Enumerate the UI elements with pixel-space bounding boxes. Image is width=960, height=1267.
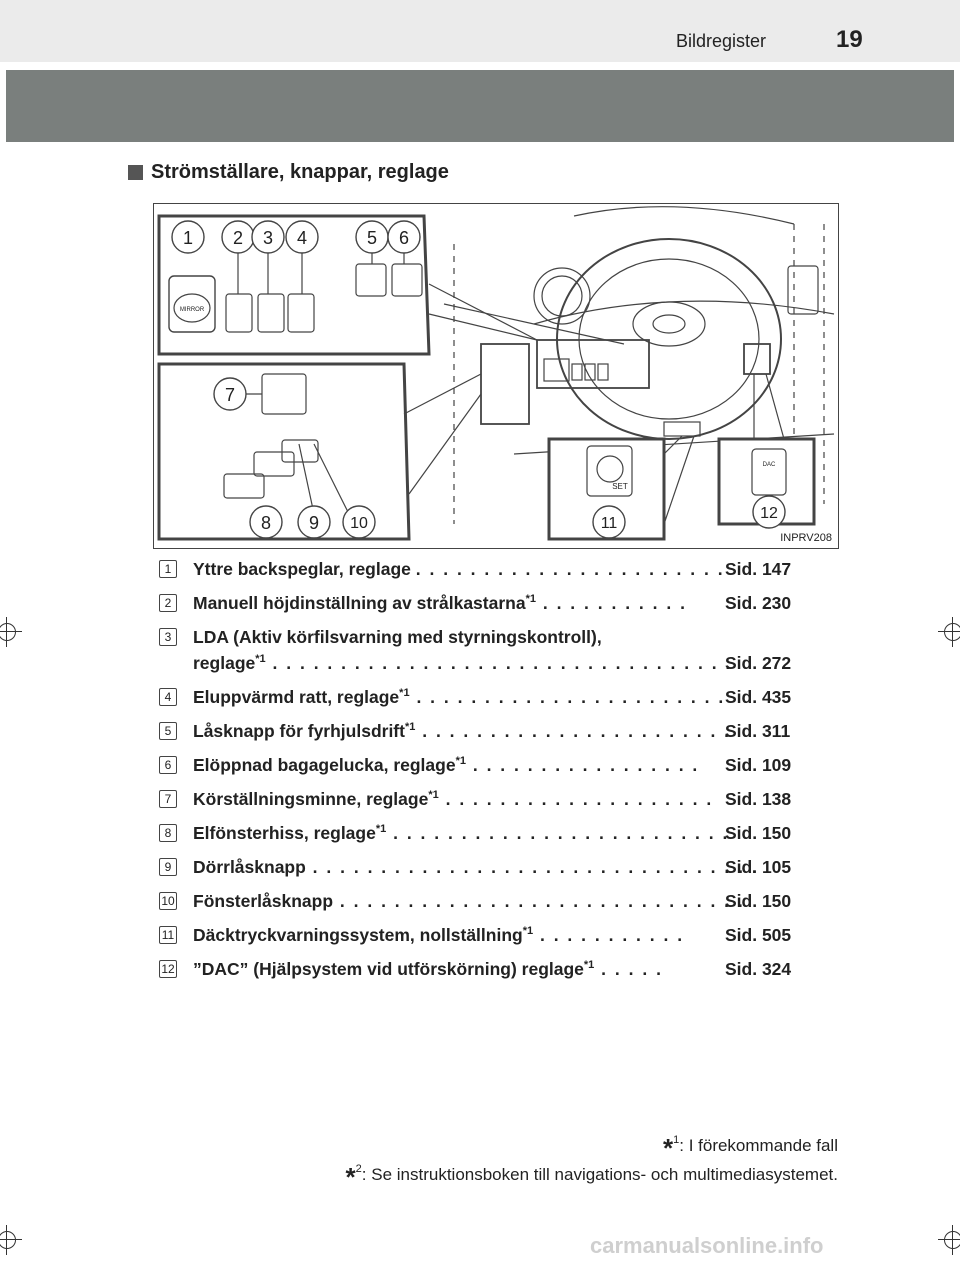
item-number: 4 [159, 688, 177, 706]
callout-8: 8 [249, 505, 283, 539]
callout-12-label: 12 [760, 505, 778, 522]
item-page: Sid. 311 [725, 721, 791, 741]
list-item: 8 Elfönsterhiss, reglage*1 . . . . . . .… [150, 820, 810, 854]
item-number: 10 [159, 892, 177, 910]
list-item: 10 Fönsterlåsknapp . . . . . . . . . . .… [150, 888, 810, 922]
item-label-line2: reglage*1 . . . . . . . . . . . . . . . … [193, 653, 733, 673]
item-page: Sid. 138 [725, 789, 792, 809]
callout-11-label: 11 [601, 515, 618, 532]
registration-mark-bottom-left [0, 1225, 22, 1255]
page-number: 19 [836, 26, 863, 53]
item-page: Sid. 150 [725, 891, 792, 911]
section-title-text: Strömställare, knappar, reglage [151, 161, 449, 183]
item-number: 2 [159, 594, 177, 612]
footnote-2: *2: Se instruktionsboken till navigation… [345, 1162, 838, 1192]
item-number: 1 [159, 560, 177, 578]
callout-9-label: 9 [309, 513, 319, 533]
mirror-label: MIRROR [180, 307, 205, 313]
item-label: Elfönsterhiss, reglage*1 . . . . . . . .… [193, 823, 730, 843]
dashboard-illustration: 1 2 3 4 5 6 7 8 9 10 11 12 MIRROR SET DA… [153, 203, 839, 549]
list-item: 1 Yttre backspeglar, reglage . . . . . .… [150, 556, 810, 590]
header-title: Bildregister [676, 31, 767, 51]
callout-5-label: 5 [367, 228, 377, 248]
item-label: Eluppvärmd ratt, reglage*1 . . . . . . .… [193, 687, 726, 707]
item-label: Elöppnad bagagelucka, reglage*1 . . . . … [193, 755, 700, 775]
item-number: 9 [159, 858, 177, 876]
callout-5: 5 [355, 220, 389, 254]
item-page: Sid. 324 [725, 959, 792, 979]
list-item: 2 Manuell höjdinställning av strålkastar… [150, 590, 810, 624]
item-number: 11 [159, 926, 177, 944]
callout-6: 6 [387, 220, 421, 254]
callout-12: 12 [752, 495, 786, 529]
item-label: Yttre backspeglar, reglage . . . . . . .… [193, 559, 725, 579]
callout-11: 11 [592, 505, 626, 539]
item-number: 7 [159, 790, 177, 808]
item-label: Fönsterlåsknapp . . . . . . . . . . . . … [193, 891, 745, 911]
watermark: carmanualsonline.info [590, 1233, 824, 1258]
item-page: Sid. 105 [725, 857, 792, 877]
callout-4: 4 [285, 220, 319, 254]
callout-10-label: 10 [350, 515, 368, 532]
item-label: Däcktryckvarningssystem, nollställning*1… [193, 925, 685, 945]
footnote-1: *1: I förekommande fall [663, 1133, 838, 1163]
callout-4-label: 4 [297, 228, 307, 248]
callout-2-label: 2 [233, 228, 243, 248]
registration-mark-bottom-right [938, 1225, 960, 1255]
callout-7: 7 [213, 377, 247, 411]
item-page: Sid. 435 [725, 687, 792, 707]
item-number: 8 [159, 824, 177, 842]
item-page: Sid. 150 [725, 823, 792, 843]
list-item: 9 Dörrlåsknapp . . . . . . . . . . . . .… [150, 854, 810, 888]
set-label: SET [612, 482, 628, 491]
figure-code: INPRV208 [780, 532, 832, 544]
dashboard-drawing: 1 2 3 4 5 6 7 8 9 10 11 12 MIRROR SET DA… [157, 206, 835, 541]
callout-10: 10 [342, 505, 376, 539]
item-number: 3 [159, 628, 177, 646]
dac-label: DAC [763, 462, 776, 468]
item-number: 6 [159, 756, 177, 774]
item-list: 1 Yttre backspeglar, reglage . . . . . .… [150, 556, 810, 990]
section-square-icon [128, 165, 143, 180]
callout-7-label: 7 [225, 385, 235, 405]
item-page: Sid. 147 [725, 559, 792, 579]
registration-mark-mid-left [0, 617, 22, 647]
header-band [6, 70, 954, 142]
item-label: Körställningsminne, reglage*1 . . . . . … [193, 789, 714, 809]
callout-6-label: 6 [399, 228, 409, 248]
item-label: ”DAC” (Hjälpsystem vid utförskörning) re… [193, 959, 663, 979]
page-header: Bildregister 19 [0, 0, 960, 62]
callout-3-label: 3 [263, 228, 273, 248]
callout-3: 3 [251, 220, 285, 254]
callout-2: 2 [221, 220, 255, 254]
item-label: Låsknapp för fyrhjulsdrift*1 . . . . . .… [193, 721, 732, 741]
callout-1-label: 1 [183, 228, 193, 248]
list-item: 7 Körställningsminne, reglage*1 . . . . … [150, 786, 810, 820]
item-page: Sid. 272 [725, 653, 792, 673]
list-item: 12 ”DAC” (Hjälpsystem vid utförskörning)… [150, 956, 810, 990]
item-label: Dörrlåsknapp . . . . . . . . . . . . . .… [193, 857, 759, 877]
callout-1: 1 [171, 220, 205, 254]
list-item: 4 Eluppvärmd ratt, reglage*1 . . . . . .… [150, 684, 810, 718]
list-item: 3 LDA (Aktiv körfilsvarning med styrning… [150, 624, 810, 684]
list-item: 11 Däcktryckvarningssystem, nollställnin… [150, 922, 810, 956]
list-item: 5 Låsknapp för fyrhjulsdrift*1 . . . . .… [150, 718, 810, 752]
registration-mark-mid-right [938, 617, 960, 647]
item-label: LDA (Aktiv körfilsvarning med styrningsk… [193, 627, 602, 647]
list-item: 6 Elöppnad bagagelucka, reglage*1 . . . … [150, 752, 810, 786]
callout-8-label: 8 [261, 513, 271, 533]
item-label: Manuell höjdinställning av strålkastarna… [193, 593, 687, 613]
item-page: Sid. 230 [725, 593, 792, 613]
item-page: Sid. 109 [725, 755, 792, 775]
item-number: 5 [159, 722, 177, 740]
item-number: 12 [159, 960, 177, 978]
section-title: Strömställare, knappar, reglage [128, 161, 449, 184]
item-page: Sid. 505 [725, 925, 792, 945]
callout-9: 9 [297, 505, 331, 539]
